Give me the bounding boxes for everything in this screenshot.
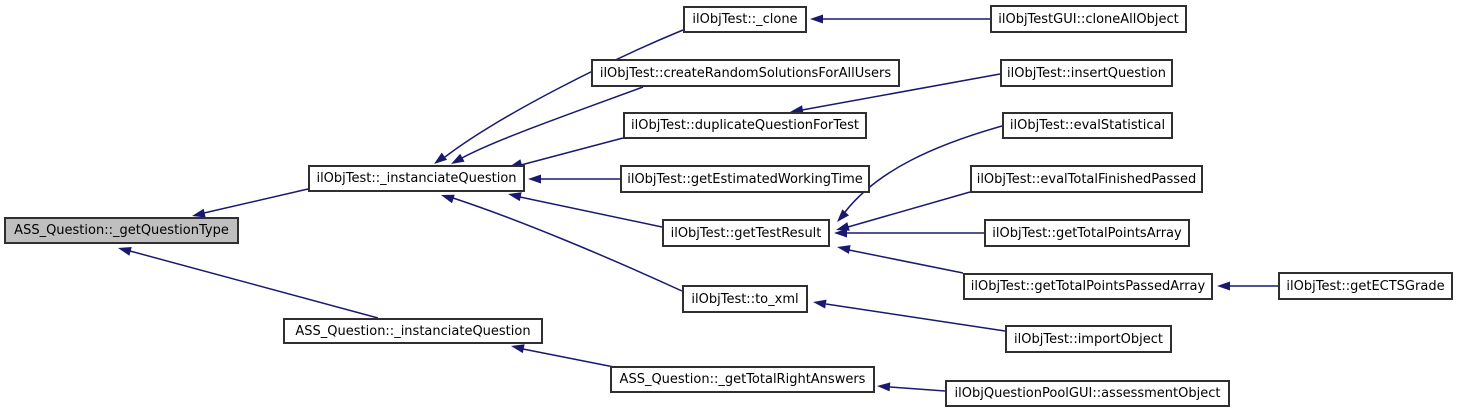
edge-duplicate-to-instanciateQuestion bbox=[520, 137, 624, 166]
edge-assInstanciate-to-getQuestionType bbox=[129, 250, 379, 319]
arrowhead bbox=[508, 192, 522, 202]
node-ass-question-get-total-right-answers[interactable]: ASS_Question::_getTotalRightAnswers bbox=[610, 366, 875, 393]
node-ilobjtest-instanciate-question[interactable]: ilObjTest::_instanciateQuestion bbox=[308, 165, 525, 192]
edge-createRandom-to-instanciateQuestion bbox=[461, 86, 644, 159]
arrowhead bbox=[434, 152, 448, 164]
node-ilobjtest-insert-question[interactable]: ilObjTest::insertQuestion bbox=[1000, 59, 1173, 87]
node-ass-question-get-question-type: ASS_Question::_getQuestionType bbox=[4, 217, 239, 244]
arrowhead bbox=[810, 14, 823, 24]
node-ass-question-instanciate-question[interactable]: ASS_Question::_instanciateQuestion bbox=[283, 318, 543, 344]
edge-getTotalRight-to-assInstanciate bbox=[522, 348, 615, 368]
node-ilobjtest-get-ects-grade[interactable]: ilObjTest::getECTSGrade bbox=[1278, 272, 1453, 300]
arrowhead bbox=[441, 194, 455, 204]
edge-instanciateQuestion-to-getQuestionType bbox=[203, 188, 309, 214]
node-ilobjtest-get-total-points-passed-array[interactable]: ilObjTest::getTotalPointsPassedArray bbox=[963, 273, 1213, 300]
edge-arrowheads bbox=[118, 14, 1230, 392]
node-ilobjtest-eval-statistical[interactable]: ilObjTest::evalStatistical bbox=[1002, 112, 1173, 139]
edge-evalTotalFinished-to-getTestResult bbox=[847, 191, 971, 228]
node-ilobjtest-eval-total-finished-passed[interactable]: ilObjTest::evalTotalFinishedPassed bbox=[970, 165, 1203, 193]
node-ilobjtest-get-total-points-array[interactable]: ilObjTest::getTotalPointsArray bbox=[984, 219, 1190, 247]
node-ilobjtest-duplicate-question-for-test[interactable]: ilObjTest::duplicateQuestionForTest bbox=[623, 112, 867, 139]
arrowhead bbox=[837, 245, 851, 254]
edge-insertQuestion-to-duplicate bbox=[801, 73, 1001, 111]
node-ilobjtest-get-test-result[interactable]: ilObjTest::getTestResult bbox=[662, 219, 830, 247]
arrowhead bbox=[836, 222, 850, 231]
node-ilobjtest-import-object[interactable]: ilObjTest::importObject bbox=[1005, 325, 1172, 353]
arrowhead bbox=[1217, 281, 1230, 291]
edge-lines bbox=[129, 18, 1278, 392]
node-ilobjtest-get-estimated-working-time[interactable]: ilObjTest::getEstimatedWorkingTime bbox=[620, 165, 870, 193]
node-ilobjtest-create-random-solutions-for-all-users[interactable]: ilObjTest::createRandomSolutionsForAllUs… bbox=[591, 59, 900, 87]
edge-getTestResult-to-instanciateQuestion bbox=[519, 196, 663, 228]
arrowhead bbox=[192, 208, 206, 218]
arrowhead bbox=[528, 174, 541, 184]
edge-importObject-to-toxml bbox=[825, 303, 1006, 332]
edge-getTotalPassed-to-getTestResult bbox=[848, 249, 964, 274]
arrowhead bbox=[813, 299, 827, 309]
arrowhead bbox=[451, 153, 465, 164]
arrowhead bbox=[511, 344, 525, 354]
arrowhead bbox=[837, 209, 850, 222]
arrowhead bbox=[877, 382, 891, 392]
edge-assessmentObject-to-getTotalRight bbox=[889, 386, 946, 392]
node-ilobjquestionpoolgui-assessment-object[interactable]: ilObjQuestionPoolGUI::assessmentObject bbox=[945, 380, 1230, 407]
node-ilobjtest-clone[interactable]: ilObjTest::_clone bbox=[683, 6, 807, 33]
arrowhead bbox=[118, 247, 132, 256]
edge-evalStatistical-to-getTestResult bbox=[844, 125, 1003, 213]
arrowhead bbox=[834, 228, 847, 238]
arrowhead bbox=[790, 105, 804, 115]
node-ilobjtestgui-clone-all-object[interactable]: ilObjTestGUI::cloneAllObject bbox=[990, 5, 1187, 33]
edge-clone-to-instanciateQuestion bbox=[444, 29, 684, 158]
edge-toxml-to-instanciateQuestion bbox=[452, 197, 683, 292]
node-ilobjtest-to-xml[interactable]: ilObjTest::to_xml bbox=[682, 285, 808, 313]
